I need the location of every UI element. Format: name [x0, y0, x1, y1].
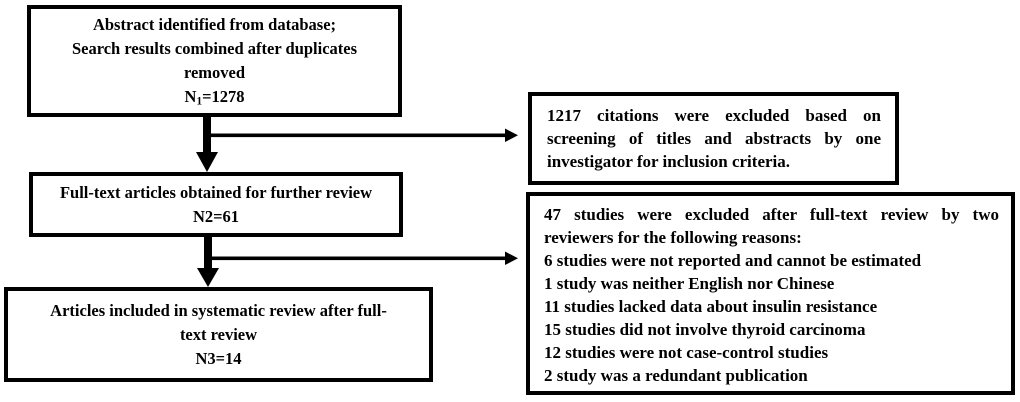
box-text-line: 1217 citations were excluded based on [547, 106, 881, 125]
arrow-right-to-screening-exclusions [211, 128, 518, 142]
record-count-n2: N2=61 [192, 206, 240, 226]
exclusion-reason: 2 study was a redundant publication [544, 365, 808, 385]
record-count-n1: N1=1278 [37, 85, 392, 109]
box-text-line: investigator for inclusion criteria. [547, 152, 791, 171]
box-text-line: Abstract identified from database; [92, 15, 337, 34]
box-fulltext-obtained: Full-text articles obtained for further … [29, 172, 403, 237]
n-prefix: N [184, 87, 197, 106]
n-subscript: 1 [196, 95, 203, 108]
box-text-line: Articles included in systematic review a… [50, 300, 387, 320]
box-excluded-screening: 1217 citations were excluded based on sc… [528, 92, 899, 185]
exclusion-reason: 6 studies were not reported and cannot b… [544, 250, 922, 270]
box-text-line: reviewers for the following reasons: [544, 227, 802, 247]
box-excluded-fulltext: 47 studies were excluded after full-text… [526, 192, 1015, 395]
box-text-line: Search results combined after duplicates [71, 39, 358, 58]
box-text-line: screening of titles and abstracts by one [547, 129, 881, 148]
arrow-right-to-fulltext-exclusions [212, 251, 518, 265]
box-text-line: text review [179, 324, 258, 344]
box-text-line: removed [183, 63, 246, 82]
n-value: =1278 [202, 87, 245, 106]
arrow-down-identified-to-fulltext [196, 117, 218, 172]
exclusion-reason: 15 studies did not involve thyroid carci… [544, 319, 866, 339]
box-articles-included: Articles included in systematic review a… [4, 287, 433, 382]
exclusion-reason: 1 study was neither English nor Chinese [544, 273, 835, 293]
arrow-down-fulltext-to-included [197, 237, 219, 287]
record-count-n3: N3=14 [195, 348, 242, 368]
box-text-line: 47 studies were excluded after full-text… [544, 204, 999, 224]
box-text-line: Full-text articles obtained for further … [59, 182, 373, 202]
box-abstracts-identified: Abstract identified from database; Searc… [27, 5, 402, 117]
exclusion-reason: 11 studies lacked data about insulin res… [544, 296, 878, 316]
exclusion-reason: 12 studies were not case-control studies [544, 342, 829, 362]
